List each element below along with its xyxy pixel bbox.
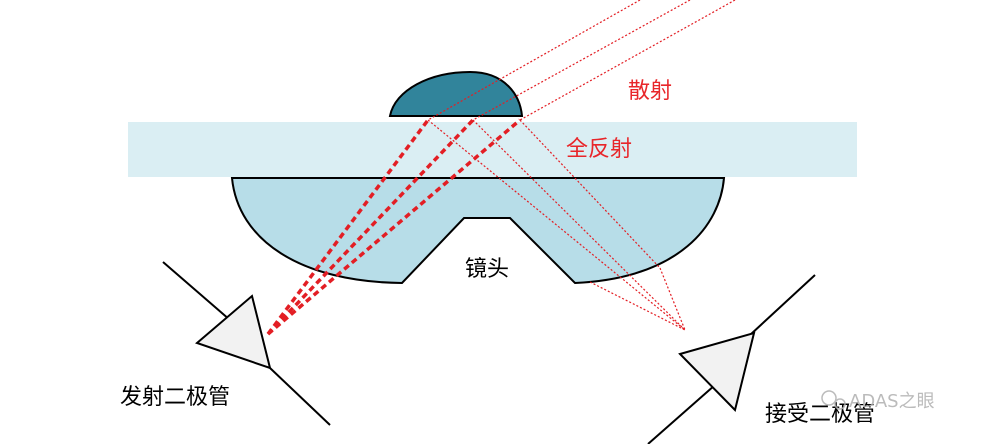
scatter-label: 散射 xyxy=(628,79,672,104)
total-reflection-label: 全反射 xyxy=(566,137,632,162)
reflected-rays xyxy=(427,119,686,331)
incoming-ray-1 xyxy=(427,0,641,121)
lens-label: 镜头 xyxy=(465,257,509,282)
incoming-ray-3 xyxy=(519,0,736,121)
reflected-ray-2 xyxy=(472,119,686,331)
water-droplet xyxy=(388,70,524,117)
receiver-diode xyxy=(647,274,816,444)
incoming-ray-2 xyxy=(472,0,691,121)
emitter-ray-upper xyxy=(266,118,430,336)
emitter-lead-top xyxy=(162,261,231,321)
receiver-lead-bottom xyxy=(647,384,716,444)
lens-body xyxy=(230,177,726,285)
reflected-ray-4 xyxy=(659,267,686,331)
watermark: ADAS之眼 xyxy=(821,390,935,412)
emitter-ray-lower xyxy=(266,118,522,336)
emitter-rays xyxy=(266,118,522,336)
watermark-icon-bubble-large xyxy=(821,390,837,406)
receiver-lead-top xyxy=(749,274,816,336)
emitter-diode xyxy=(162,261,331,426)
emitter-triangle xyxy=(195,294,272,370)
reflected-ray-5 xyxy=(589,281,686,331)
windshield-glass xyxy=(128,122,857,177)
emitter-lead-bottom xyxy=(269,367,331,426)
receiver-triangle xyxy=(678,331,756,412)
incoming-rays xyxy=(427,0,736,121)
reflected-ray-3 xyxy=(519,119,661,269)
receiver-label: 接受二极管 xyxy=(765,402,875,427)
reflected-ray-1 xyxy=(427,119,686,331)
watermark-icon-bubble-small xyxy=(834,398,846,410)
emitter-label: 发射二极管 xyxy=(120,385,230,410)
watermark-text: ADAS之眼 xyxy=(849,391,935,412)
